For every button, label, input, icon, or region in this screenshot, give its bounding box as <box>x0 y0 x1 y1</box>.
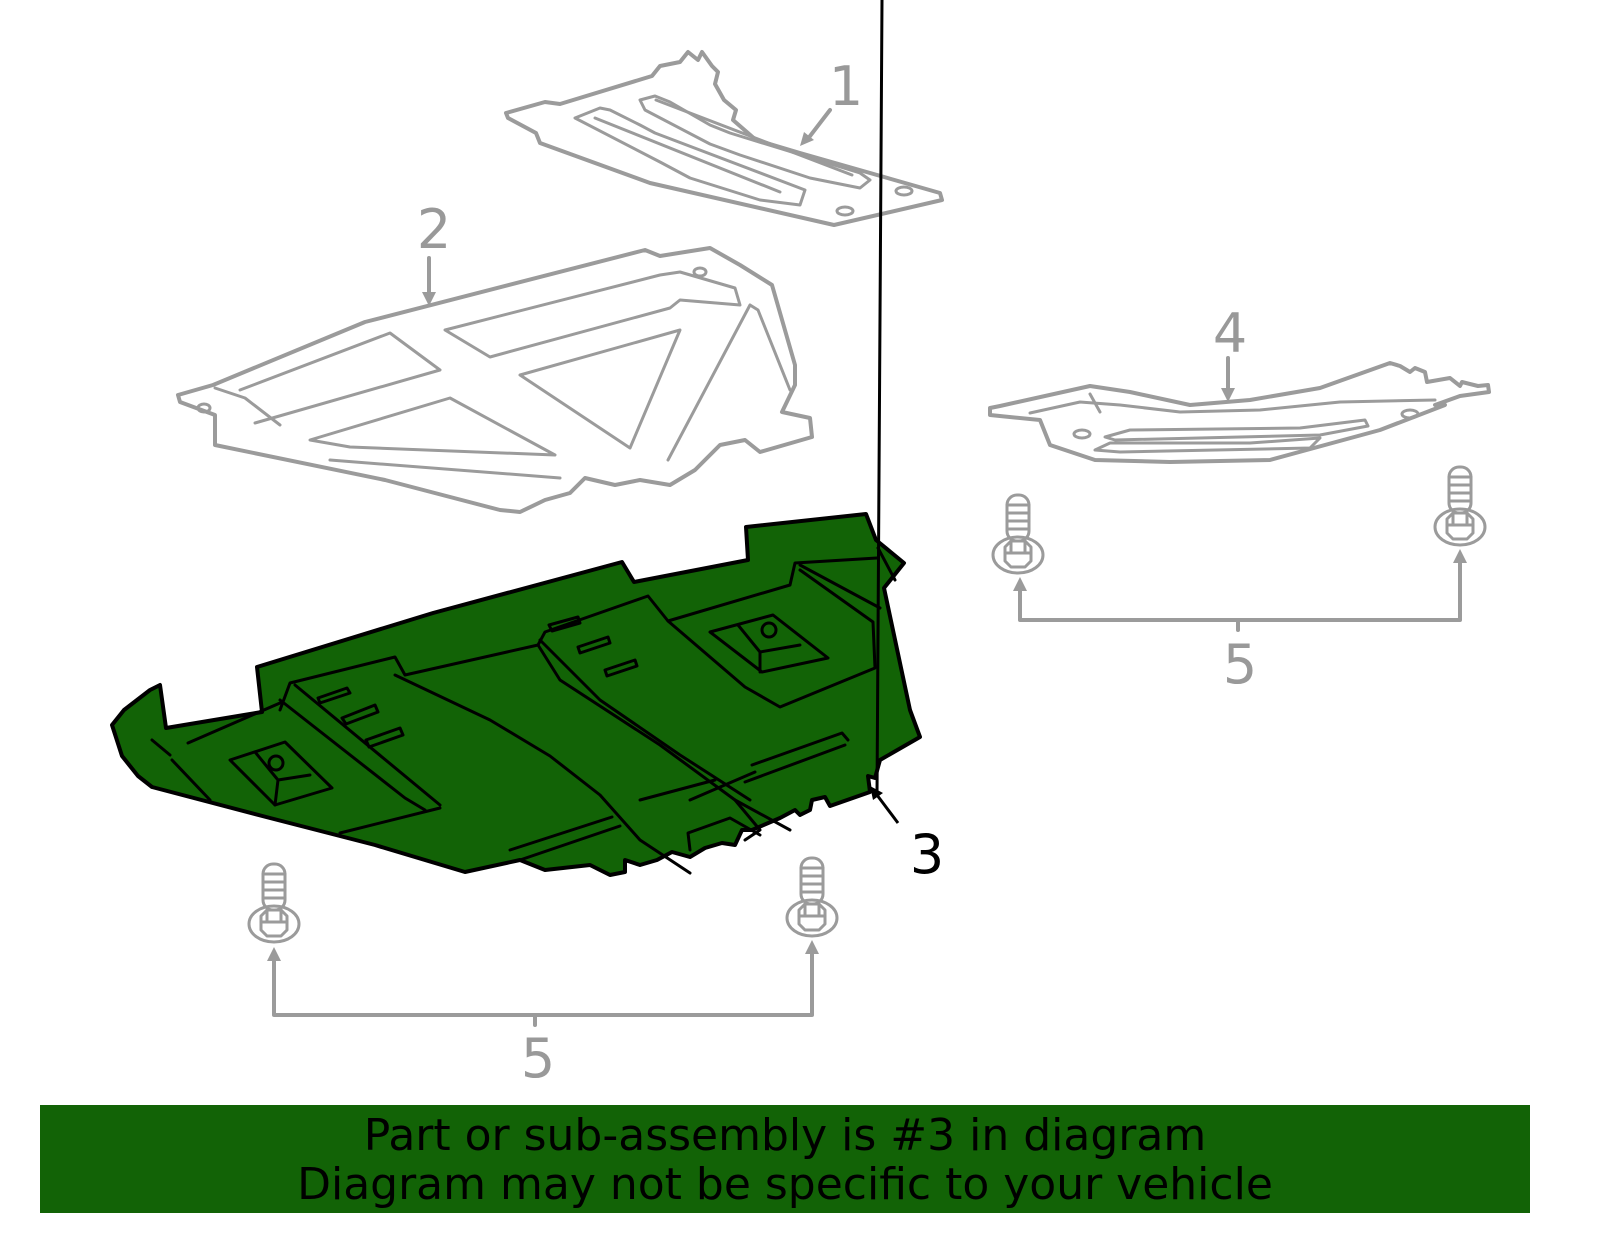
bolt-icon[interactable] <box>1433 465 1487 547</box>
info-banner: Part or sub-assembly is #3 in diagram Di… <box>40 1105 1530 1213</box>
callout-label-3: 3 <box>910 823 944 886</box>
callout-5-upper: 5 <box>1013 549 1467 696</box>
callout-2: 2 <box>417 198 451 306</box>
part-1-shield[interactable] <box>504 50 944 227</box>
mount-pad-right <box>708 613 830 674</box>
part-2-shield[interactable] <box>176 246 814 514</box>
callout-1: 1 <box>800 55 863 146</box>
callout-3: 3 <box>870 0 944 886</box>
banner-line-2: Diagram may not be specific to your vehi… <box>297 1159 1273 1210</box>
slot-icon <box>316 615 639 749</box>
arrow-icon <box>805 940 819 954</box>
arrow-icon <box>267 947 281 961</box>
callout-label-1: 1 <box>829 55 863 118</box>
bolt-icon[interactable] <box>785 856 839 938</box>
arrow-icon <box>1013 577 1027 591</box>
arrow-icon <box>1453 549 1467 563</box>
callout-4: 4 <box>1213 302 1247 402</box>
callout-label-5: 5 <box>521 1027 555 1090</box>
part-4-brace[interactable] <box>988 361 1491 464</box>
bolt-icon[interactable] <box>991 493 1045 575</box>
arrow-icon <box>1221 388 1235 402</box>
banner-line-1: Part or sub-assembly is #3 in diagram <box>363 1110 1207 1161</box>
arrow-icon <box>800 132 814 146</box>
callout-label-4: 4 <box>1213 302 1247 365</box>
arrow-icon <box>870 786 883 800</box>
part-3-shield-highlighted[interactable] <box>110 512 922 877</box>
bolt-icon[interactable] <box>247 862 301 944</box>
callout-label-2: 2 <box>417 198 451 261</box>
arrow-icon <box>422 292 436 306</box>
callout-5-lower: 5 <box>267 940 819 1090</box>
mount-pad-left <box>228 740 334 807</box>
callout-label-5: 5 <box>1223 633 1257 696</box>
